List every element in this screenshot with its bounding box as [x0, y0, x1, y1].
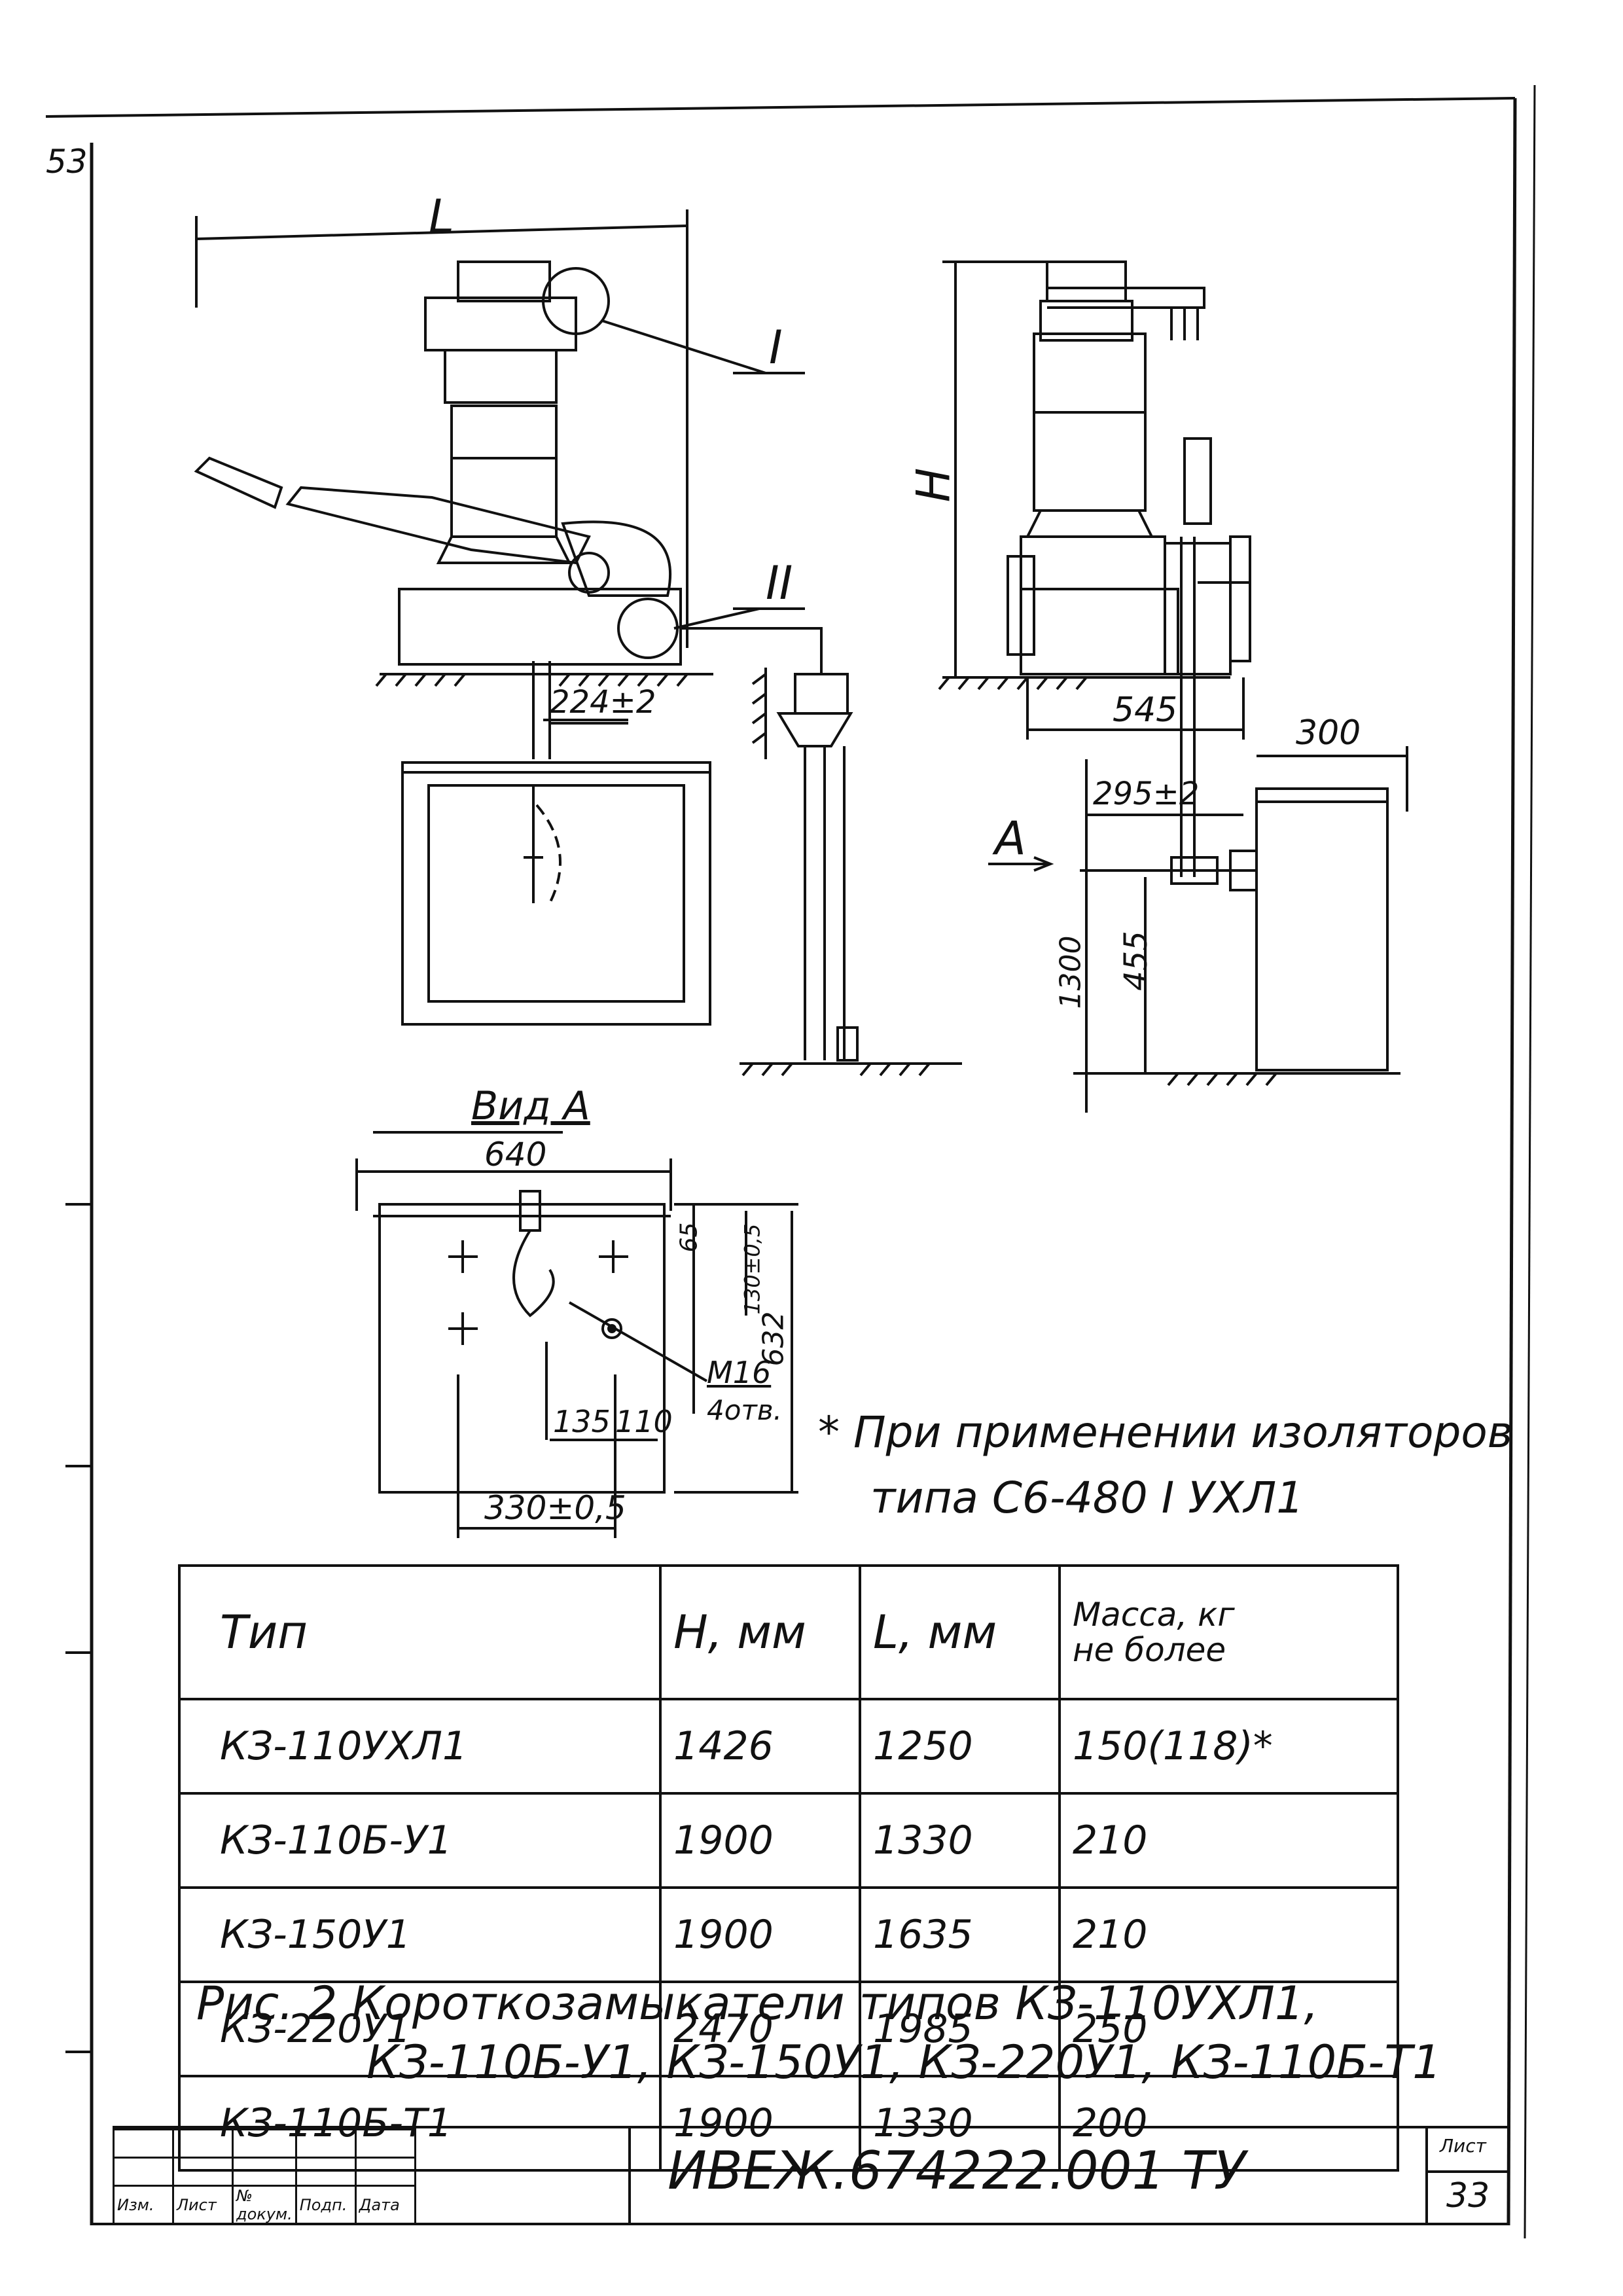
label-455: 455: [1117, 931, 1154, 991]
sheet-label: Лист: [1440, 2135, 1486, 2157]
label-bolt-count: 4отв.: [707, 1394, 782, 1426]
figure-caption-line2: КЗ-110Б-У1, КЗ-150У1, КЗ-220У1, КЗ-110Б-…: [366, 2036, 1442, 2089]
table-row: КЗ-110Б-У1 1900 1330 210: [177, 1792, 1400, 1889]
cell-l: 1250: [859, 1698, 1061, 1795]
frame-outer-right-line: [1524, 84, 1536, 2239]
label-135: 135: [553, 1404, 611, 1439]
label-detail-2: II: [766, 556, 793, 610]
document-code: ИВЕЖ.674222.001 ТУ: [668, 2140, 1246, 2201]
view-a-drawing: [355, 1131, 798, 1538]
cell-mass: 210: [1058, 1792, 1400, 1889]
cell-h: 1426: [659, 1698, 862, 1795]
frame-top-line: [45, 97, 1516, 118]
cell-mass: 210: [1058, 1886, 1400, 1983]
cell-type: КЗ-110УХЛ1: [177, 1698, 662, 1795]
label-1300: 1300: [1054, 935, 1088, 1009]
table-row: КЗ-220У1 2470 1985 250: [177, 1981, 1400, 2077]
label-295: 295±2: [1093, 776, 1200, 812]
label-arrow-a: A: [995, 812, 1026, 865]
stamp-col-izm: Изм.: [113, 2185, 174, 2225]
label-L: L: [429, 190, 454, 243]
table-row: КЗ-150У1 1900 1635 210: [177, 1886, 1400, 1983]
footnote-line2: типа С6-480 I УХЛ1: [870, 1473, 1304, 1523]
cell-type: КЗ-150У1: [177, 1886, 662, 1983]
cell-mass: 200: [1058, 2075, 1400, 2172]
cell-l: 1330: [859, 1792, 1061, 1889]
cell-type: КЗ-220У1: [177, 1981, 662, 2077]
header-type: Тип: [177, 1564, 662, 1700]
label-545: 545: [1113, 691, 1178, 730]
stamp-col-podp: Подп.: [294, 2185, 357, 2225]
front-view-drawing: [194, 209, 962, 1077]
frame-right-line: [1507, 98, 1517, 2226]
label-H: H: [906, 467, 961, 503]
label-224: 224±2: [550, 684, 656, 721]
stamp-col-data: Дата: [354, 2185, 416, 2225]
cell-h: 1900: [659, 1886, 862, 1983]
cell-h: 1900: [659, 1792, 862, 1889]
cell-l: 1985: [859, 1981, 1061, 2077]
table-row: КЗ-110УХЛ1 1426 1250 150(118)*: [177, 1698, 1400, 1795]
cell-mass: 150(118)*: [1058, 1698, 1400, 1795]
cell-l: 1635: [859, 1886, 1061, 1983]
view-a-title: Вид А: [471, 1083, 590, 1129]
label-110: 110: [615, 1404, 673, 1439]
cell-l: 1330: [859, 2075, 1061, 2172]
table-header-row: Тип H, мм L, мм Масса, кг не более: [177, 1564, 1400, 1700]
footnote-line1: * При применении изоляторов: [818, 1407, 1513, 1458]
header-l: L, мм: [859, 1564, 1061, 1700]
page-number: 53: [46, 143, 88, 181]
label-130: 130±0,5: [740, 1223, 765, 1315]
label-300: 300: [1296, 713, 1361, 753]
cell-type: КЗ-110Б-У1: [177, 1792, 662, 1889]
cell-h: 1900: [659, 2075, 862, 2172]
stamp-col-doc: № докум.: [232, 2185, 297, 2225]
cell-h: 2470: [659, 1981, 862, 2077]
header-mass-line2: не более: [1072, 1631, 1226, 1669]
figure-caption-line1: Рис. 2 Короткозамыкатели типов КЗ-110УХЛ…: [196, 1977, 1319, 2030]
header-h: H, мм: [659, 1564, 862, 1700]
revision-stamp-table: Изм. Лист № докум. Подп. Дата: [113, 2128, 416, 2225]
label-bolt: М16: [707, 1355, 772, 1390]
label-330: 330±0,5: [484, 1489, 626, 1527]
header-mass-line1: Масса, кг: [1072, 1596, 1235, 1634]
header-mass: Масса, кг не более: [1058, 1564, 1400, 1700]
cell-mass: 250: [1058, 1981, 1400, 2077]
label-640: 640: [484, 1136, 547, 1174]
side-view-drawing: [938, 260, 1408, 1113]
label-65: 65: [675, 1222, 703, 1253]
spec-table: Тип H, мм L, мм Масса, кг не более КЗ-11…: [177, 1564, 1400, 2172]
label-detail-1: I: [769, 321, 783, 374]
sheet-number: 33: [1446, 2176, 1490, 2215]
stamp-col-list: Лист: [172, 2185, 234, 2225]
